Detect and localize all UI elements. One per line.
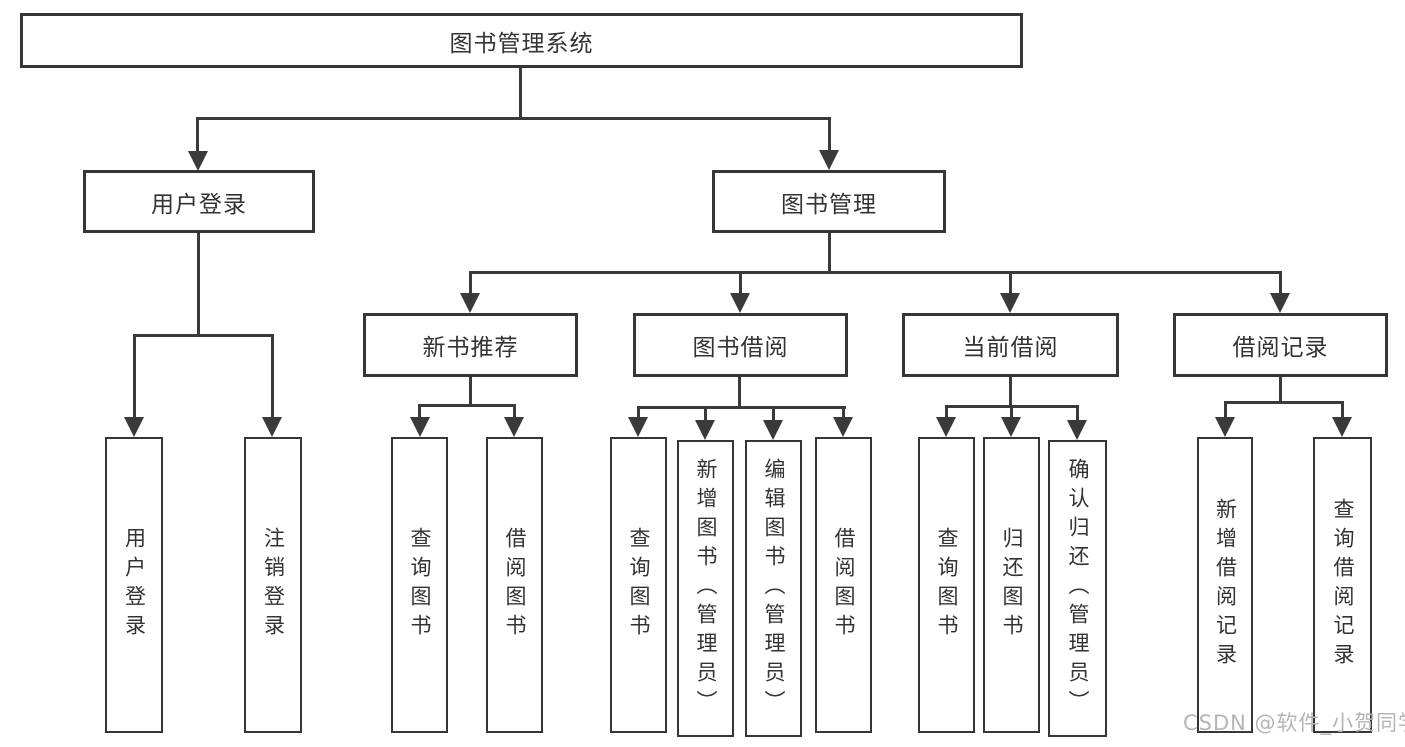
arrow-down-icon xyxy=(1215,417,1235,437)
node-label: 当前借阅 xyxy=(962,335,1059,361)
leaf-borrow-books-recommend: 借阅图书 xyxy=(486,437,543,733)
arrow-down-icon xyxy=(1332,417,1352,437)
connector-line xyxy=(1279,377,1282,404)
connector-line xyxy=(513,404,516,419)
arrow-down-icon xyxy=(628,417,648,437)
arrow-down-icon xyxy=(262,417,282,437)
leaf-logout: 注销登录 xyxy=(244,437,302,733)
leaf-borrow-books-borrowing: 借阅图书 xyxy=(815,437,872,733)
arrow-down-icon xyxy=(504,417,524,437)
arrow-down-icon xyxy=(1000,293,1020,313)
connector-line xyxy=(739,271,742,296)
arrow-down-icon xyxy=(763,420,783,440)
connector-line xyxy=(196,117,831,120)
connector-line xyxy=(133,334,136,419)
connector-line xyxy=(1341,401,1344,419)
leaf-query-books-current: 查询图书 xyxy=(918,437,975,733)
connector-line xyxy=(271,334,274,419)
arrow-down-icon xyxy=(936,417,956,437)
arrow-down-icon xyxy=(410,417,430,437)
connector-line xyxy=(1224,401,1344,404)
connector-line xyxy=(519,68,522,118)
connector-line xyxy=(1009,271,1012,296)
leaf-confirm-return-admin: 确认归还（管理员） xyxy=(1048,440,1107,737)
connector-line xyxy=(469,271,1282,274)
connector-line xyxy=(418,404,516,407)
connector-line xyxy=(828,233,831,274)
arrow-down-icon xyxy=(124,417,144,437)
connector-line xyxy=(772,406,775,422)
node-library-management-system: 图书管理系统 xyxy=(20,13,1023,68)
leaf-label: 查询图书 xyxy=(627,527,652,643)
connector-line xyxy=(704,406,707,422)
leaf-label: 借阅图书 xyxy=(503,527,528,643)
node-label: 图书管理系统 xyxy=(449,30,594,57)
arrow-down-icon xyxy=(819,150,839,170)
connector-line xyxy=(842,406,845,419)
node-label: 新书推荐 xyxy=(422,335,519,361)
connector-line xyxy=(1010,405,1013,419)
connector-line xyxy=(133,334,274,337)
connector-line xyxy=(1224,401,1227,419)
node-current-borrowing: 当前借阅 xyxy=(902,313,1119,377)
connector-line xyxy=(469,271,472,296)
arrow-down-icon xyxy=(833,417,853,437)
leaf-query-books-recommend: 查询图书 xyxy=(391,437,448,733)
arrow-down-icon xyxy=(1001,417,1021,437)
arrow-down-icon xyxy=(730,293,750,313)
node-borrowing-records: 借阅记录 xyxy=(1173,313,1388,377)
connector-line xyxy=(197,233,200,337)
leaf-label: 查询图书 xyxy=(408,527,433,643)
connector-line xyxy=(637,406,640,419)
connector-line xyxy=(637,406,846,409)
leaf-edit-books-admin: 编辑图书（管理员） xyxy=(745,440,802,737)
arrow-down-icon xyxy=(188,151,208,171)
leaf-label: 用户登录 xyxy=(122,527,147,643)
node-label: 借阅记录 xyxy=(1232,335,1329,361)
leaf-label: 查询图书 xyxy=(935,527,960,643)
node-label: 用户登录 xyxy=(151,191,247,218)
node-book-management: 图书管理 xyxy=(712,170,946,233)
connector-line xyxy=(196,117,199,154)
connector-line xyxy=(469,377,472,407)
leaf-user-login: 用户登录 xyxy=(105,437,163,733)
connector-line xyxy=(828,117,831,153)
leaf-label: 归还图书 xyxy=(1000,527,1025,643)
leaf-query-borrow-record: 查询借阅记录 xyxy=(1313,437,1372,733)
node-label: 图书借阅 xyxy=(692,335,789,361)
arrow-down-icon xyxy=(695,420,715,440)
leaf-label: 新增图书（管理员） xyxy=(694,458,719,719)
leaf-query-books-borrowing: 查询图书 xyxy=(610,437,667,733)
leaf-label: 新增借阅记录 xyxy=(1213,498,1238,672)
connector-line xyxy=(738,377,741,409)
connector-line xyxy=(1076,405,1079,422)
leaf-label: 编辑图书（管理员） xyxy=(762,458,787,719)
leaf-add-books-admin: 新增图书（管理员） xyxy=(677,440,734,737)
leaf-add-borrow-record: 新增借阅记录 xyxy=(1197,437,1253,733)
leaf-label: 查询借阅记录 xyxy=(1331,498,1356,672)
connector-line xyxy=(1009,377,1012,408)
arrow-down-icon xyxy=(460,293,480,313)
leaf-label: 借阅图书 xyxy=(832,527,857,643)
node-label: 图书管理 xyxy=(781,191,877,218)
connector-line xyxy=(945,405,948,419)
connector-line xyxy=(418,404,421,419)
leaf-label: 注销登录 xyxy=(261,527,286,643)
leaf-return-books: 归还图书 xyxy=(983,437,1040,733)
csdn-watermark: CSDN @软件_小贺同学 xyxy=(1183,711,1405,735)
node-book-borrowing: 图书借阅 xyxy=(633,313,848,377)
node-new-book-recommendation: 新书推荐 xyxy=(363,313,578,377)
node-user-login: 用户登录 xyxy=(83,170,315,233)
leaf-label: 确认归还（管理员） xyxy=(1066,458,1091,719)
arrow-down-icon xyxy=(1270,293,1290,313)
arrow-down-icon xyxy=(1067,420,1087,440)
connector-line xyxy=(1279,271,1282,296)
